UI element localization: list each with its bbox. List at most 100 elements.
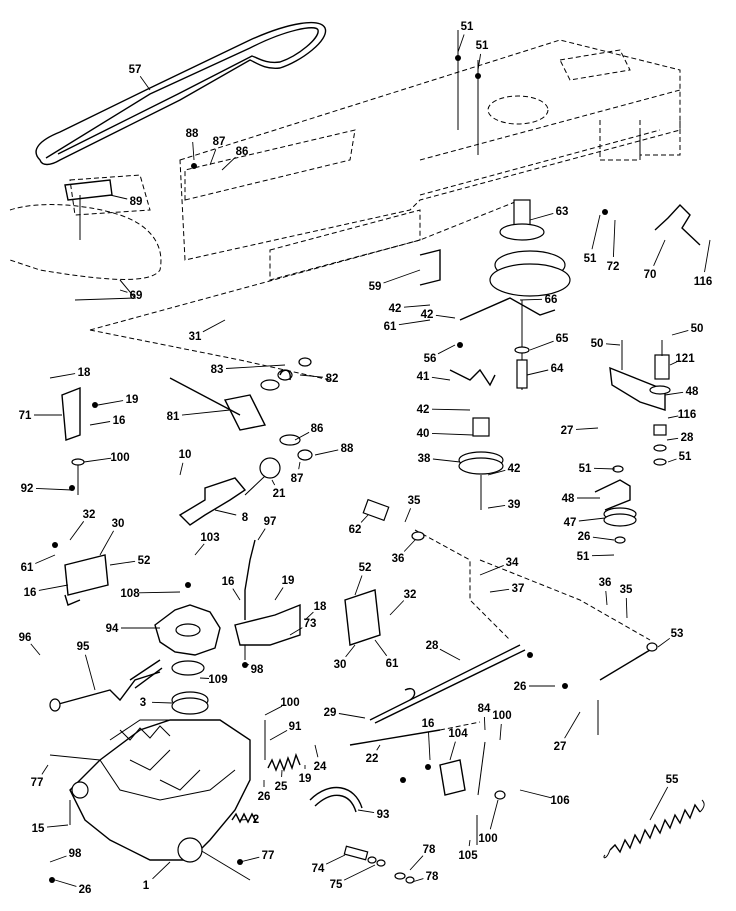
part-label-2: 2 xyxy=(253,814,259,826)
leader-line-19b xyxy=(274,587,284,601)
leader-line-31 xyxy=(202,319,226,333)
part-label-100a: 100 xyxy=(110,452,129,464)
leader-line-40 xyxy=(431,432,474,436)
part-label-26a: 26 xyxy=(578,531,591,543)
part-label-19a: 19 xyxy=(126,394,139,406)
leader-line-29 xyxy=(338,713,366,719)
leader-line-88a xyxy=(192,141,195,161)
leader-line-88b xyxy=(314,449,339,456)
shift-rod xyxy=(49,659,163,712)
leader-line-3 xyxy=(151,701,173,704)
part-label-59: 59 xyxy=(369,281,382,293)
leader-line-55 xyxy=(649,786,669,821)
part-label-28a: 28 xyxy=(681,432,694,444)
leader-line-61a xyxy=(398,319,431,326)
leader-line-104 xyxy=(449,741,456,761)
leader-line-53 xyxy=(657,637,671,648)
part-label-56: 56 xyxy=(424,353,437,365)
leader-line-61c xyxy=(374,639,388,657)
part-label-26d: 26 xyxy=(79,884,92,896)
leader-line-86b xyxy=(294,431,310,441)
bracket-30-right xyxy=(344,589,381,646)
leader-line-50b xyxy=(671,329,689,336)
part-label-63: 63 xyxy=(556,206,569,218)
part-label-26c: 26 xyxy=(258,791,271,803)
part-label-42c: 42 xyxy=(417,404,430,416)
leader-line-97 xyxy=(257,528,266,541)
leader-line-103 xyxy=(194,543,205,556)
part-label-16d: 16 xyxy=(422,718,435,730)
part-label-25: 25 xyxy=(275,781,288,793)
part-label-109: 109 xyxy=(208,674,227,686)
part-label-103: 103 xyxy=(200,532,219,544)
part-label-30a: 30 xyxy=(112,518,125,530)
leader-line-16b xyxy=(232,588,241,601)
leader-line-72 xyxy=(612,219,616,258)
leader-line-36a xyxy=(403,539,416,552)
part-label-16c: 16 xyxy=(24,587,37,599)
leader-line-47 xyxy=(578,517,606,522)
leader-line-100a xyxy=(83,457,112,463)
rod-34 xyxy=(414,529,658,681)
shift-lever-assembly xyxy=(169,357,313,526)
part-label-92: 92 xyxy=(21,483,34,495)
part-label-105: 105 xyxy=(458,850,478,862)
part-label-77b: 77 xyxy=(262,850,275,862)
leader-line-15 xyxy=(46,824,69,828)
leader-line-100b xyxy=(264,705,283,716)
part-label-27b: 27 xyxy=(554,741,567,753)
leader-line-38 xyxy=(432,458,461,463)
part-label-98b: 98 xyxy=(69,848,82,860)
leader-line-69 xyxy=(119,289,128,293)
part-label-16b: 16 xyxy=(222,576,235,588)
part-label-36a: 36 xyxy=(392,553,405,565)
part-label-53: 53 xyxy=(671,628,684,640)
part-label-65: 65 xyxy=(556,333,569,345)
part-label-82: 82 xyxy=(326,373,339,385)
leader-line-56 xyxy=(437,344,456,355)
part-label-1: 1 xyxy=(143,880,150,892)
part-label-64: 64 xyxy=(551,363,564,375)
leader-line-51c xyxy=(591,214,601,250)
transaxle xyxy=(49,719,251,881)
leader-line-18a xyxy=(49,373,76,379)
part-label-51a: 51 xyxy=(461,21,474,33)
leader-line-77a xyxy=(41,764,49,775)
leader-line-105 xyxy=(468,839,471,847)
part-label-40: 40 xyxy=(417,428,430,440)
spring-25 xyxy=(267,752,301,773)
spring-2 xyxy=(231,812,257,824)
part-label-51c: 51 xyxy=(584,253,597,265)
leader-line-78b xyxy=(411,878,424,883)
part-label-98: 98 xyxy=(251,664,264,676)
part-label-61c: 61 xyxy=(386,658,399,670)
leader-line-51b xyxy=(477,53,482,71)
leader-line-84 xyxy=(483,716,486,731)
leader-line-109 xyxy=(199,677,210,679)
part-label-72: 72 xyxy=(607,261,620,273)
part-label-100b: 100 xyxy=(280,697,299,709)
leader-line-51e xyxy=(667,458,677,463)
part-labels: 5751518887868963517270116695942616642315… xyxy=(19,21,713,896)
leader-lines xyxy=(30,34,711,887)
part-label-30b: 30 xyxy=(334,659,347,671)
part-label-116a: 116 xyxy=(694,276,713,288)
leader-line-42a xyxy=(403,304,431,308)
leader-line-66 xyxy=(519,298,543,301)
part-label-87b: 87 xyxy=(291,473,304,485)
leader-line-106 xyxy=(519,789,552,799)
bolts xyxy=(69,30,599,845)
leader-line-30b xyxy=(345,644,356,658)
leader-line-116a xyxy=(704,239,711,273)
leader-line-63 xyxy=(529,212,554,221)
part-label-36b: 36 xyxy=(599,577,612,589)
leader-line-35b xyxy=(625,597,628,619)
leader-line-52a xyxy=(109,560,136,566)
leader-line-28a xyxy=(666,437,679,441)
part-label-83: 83 xyxy=(211,364,224,376)
part-label-42d: 42 xyxy=(508,463,521,475)
leader-line-21 xyxy=(271,479,276,486)
part-label-51b: 51 xyxy=(476,40,489,52)
rod-22 xyxy=(349,721,481,746)
idler-pulley-stack xyxy=(449,368,504,510)
